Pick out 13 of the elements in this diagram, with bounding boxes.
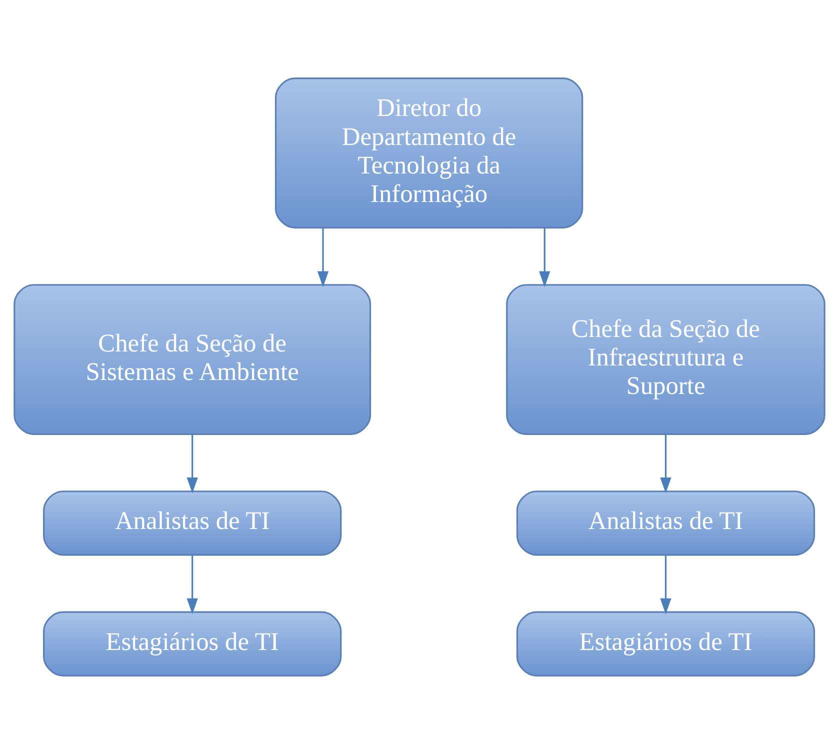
arrow — [186, 556, 198, 614]
arrow — [317, 228, 329, 288]
arrow — [660, 434, 672, 494]
node-box: Chefe da Seção de Sistemas e Ambiente — [14, 284, 372, 435]
node-box: Analistas de TI — [43, 490, 342, 556]
arrow — [539, 228, 550, 288]
arrow — [660, 556, 672, 614]
node-box: Estagiários de TI — [516, 611, 816, 676]
node-box: Analistas de TI — [516, 490, 816, 556]
node-box: Chefe da Seção de Infraestrutura e Suporte — [506, 284, 826, 435]
node-box: Estagiários de TI — [43, 611, 342, 676]
node-box: Diretor do Departamento de Tecnologia da Informação — [274, 78, 584, 228]
arrow — [186, 434, 198, 494]
